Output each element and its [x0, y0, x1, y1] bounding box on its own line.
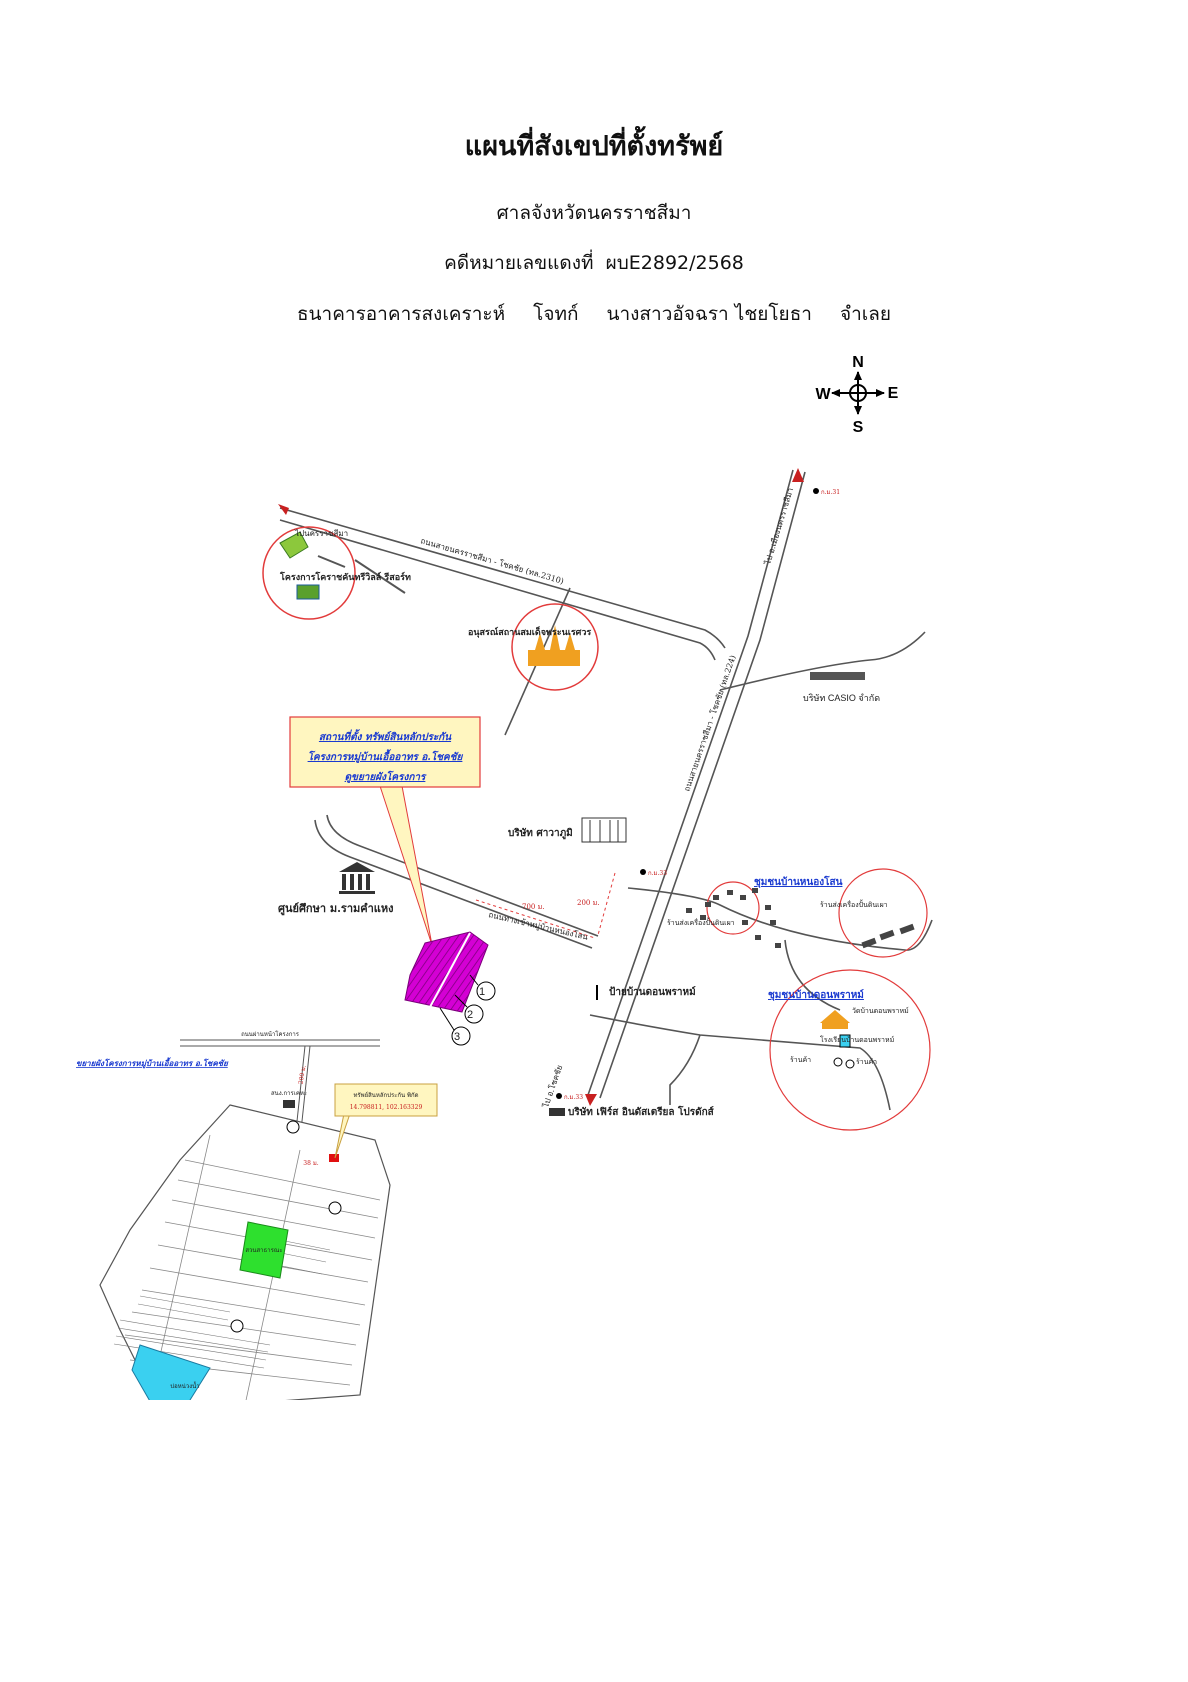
case-number: ผบE2892/2568 [605, 252, 744, 274]
property-parcel [404, 931, 489, 1013]
university-building-icon [339, 862, 375, 894]
inset-road-label: ถนนผ่านหน้าโครงการ [241, 1030, 300, 1038]
factory-icon [549, 1108, 565, 1116]
location-map: N S E W [76, 354, 933, 1400]
shop-1-label: ร้านส่งเครื่องปั้นดินเผา [820, 898, 888, 909]
resort-icon [279, 531, 309, 559]
callout-line-1: สถานที่ตั้ง ทรัพย์สินหลักประกัน [319, 729, 452, 743]
dist-700-line [475, 899, 596, 939]
callout-line-2: โครงการหมู่บ้านเอื้ออาทร อ.โชคชัย [308, 749, 464, 763]
km-mid-label: ก.ม.33 [648, 870, 667, 877]
km-marker-icon [813, 488, 819, 494]
school-icon [839, 1034, 851, 1048]
inset-property-marker [329, 1154, 339, 1162]
defendant-name: นางสาวอัจฉรา ไชยโยธา [606, 303, 812, 325]
resort-highlight [262, 526, 356, 620]
court-name: ศาลจังหวัดนครราชสีมา [496, 202, 692, 224]
inset-callout-box [334, 1083, 438, 1117]
university-label: ศูนย์ศึกษา ม.รามคำแหง [278, 902, 394, 916]
road-network [279, 469, 933, 1111]
defendant-role: จำเลย [839, 303, 892, 325]
inset-marker-3 [328, 1201, 342, 1215]
pond-area [131, 1344, 211, 1400]
callout-box [289, 716, 481, 788]
nongsano-label: ชุมชนบ้านหนองโสน [754, 875, 843, 888]
shop-a-icon [833, 1057, 843, 1067]
callout-pointer [379, 785, 433, 946]
temple-icon [820, 1010, 850, 1029]
monument-icon [528, 625, 580, 666]
case-number-line: คดีหมายเลขแดงที่ ผบE2892/2568 [0, 248, 1188, 278]
donphraham-circle [769, 969, 931, 1131]
inset-park-label: สวนสาธารณะ [245, 1247, 282, 1254]
marker-3-circle [451, 1026, 471, 1046]
donphraham-label: ชุมชนบ้านดอนพราหม์ [768, 989, 864, 1001]
shop-b-icon [845, 1059, 855, 1069]
inset-office-label: สนง.การเคหะ [271, 1090, 307, 1097]
marker-2-label: 2 [467, 1009, 473, 1021]
marker-2-circle [464, 1004, 484, 1024]
marker-1-circle [476, 981, 496, 1001]
resort-label: โครงการโคราชคันทรีวิลล์ รีสอร์ท [279, 571, 411, 583]
nongsano-circle-1 [706, 881, 760, 935]
project-inset: ถนนผ่านหน้าโครงการ สนง.การเคหะ ทรัพย์สิน… [76, 1030, 438, 1400]
monument-label: อนุสรณ์สถานสมเด็จพระนเรศวร [468, 625, 591, 638]
dist-200-line [597, 872, 616, 936]
inset-coord-title: ทรัพย์สินหลักประกัน พิกัด [353, 1091, 418, 1099]
monument-highlight [511, 603, 599, 691]
marker-1-label: 1 [479, 986, 485, 998]
temple-label: วัดบ้านดอนพราหม์ [852, 1007, 909, 1015]
km-marker-icon [640, 869, 646, 875]
factory-label: บริษัท เฟิร์ส อินดัสเตรียล โปรดักส์ [568, 1105, 715, 1118]
inset-pond-label: บ่อหน่วงน้ำ [170, 1380, 199, 1390]
project-lots [124, 1134, 381, 1400]
sawang-label: บริษัท ศาวาภูมิ [508, 827, 573, 840]
casio-building-icon [810, 672, 865, 680]
page-title: แผนที่สังเขปที่ตั้งทรัพย์ [464, 131, 724, 162]
school-label: โรงเรียนบ้านดอนพราหม์ [820, 1035, 894, 1044]
compass-west: W [815, 386, 831, 403]
compass-south: S [853, 419, 864, 436]
village-houses [686, 888, 915, 949]
road-2310-label: ถนนสายนครราชสีมา - โชคชัย (ทล.2310) [419, 535, 565, 586]
resort-building-icon [296, 584, 320, 600]
marker-3-label: 3 [454, 1031, 460, 1043]
road-224-label: ถนนสายนครราชสีมา - โชคชัย (ทล.224) [681, 654, 737, 793]
compass-east: E [888, 385, 899, 402]
km-marker-icon [556, 1093, 562, 1099]
nongsano-circle-2 [838, 868, 928, 958]
shop-a-label: ร้านค้า [790, 1056, 811, 1064]
km-top-label: ก.ม.31 [821, 489, 840, 496]
inset-title: ขยายผังโครงการหมู่บ้านเอื้ออาทร อ.โชคชัย [76, 1057, 229, 1069]
dist-700-label: 700 ม. [522, 903, 544, 911]
callout-line-3: ดูขยายผังโครงการ [345, 770, 427, 783]
road-to-city-label: ไปนครราชสีมา [294, 529, 348, 538]
inset-dist-top-label: 200 ม. [297, 1065, 307, 1085]
plaintiff-role: โจทก์ [533, 303, 579, 325]
arrow-south-icon [585, 1094, 597, 1106]
compass-icon: N S E W [815, 354, 898, 436]
case-label: คดีหมายเลขแดงที่ [444, 252, 594, 274]
km-bottom-label: ก.ม.33 [564, 1094, 583, 1101]
inset-marker-2 [286, 1120, 300, 1134]
parties-line: ธนาคารอาคารสงเคราะห์ โจทก์ นางสาวอัจฉรา ไช… [0, 299, 1188, 329]
sign-label: ป้ายบ้านดอนพราหม์ [609, 986, 696, 998]
inset-marker-1 [230, 1319, 244, 1333]
plaintiff-name: ธนาคารอาคารสงเคราะห์ [296, 303, 506, 325]
casio-label: บริษัท CASIO จำกัด [803, 693, 880, 703]
arrow-west-icon [278, 504, 289, 515]
shop-b-label: ร้านค้า [856, 1058, 877, 1066]
company-building-icon [581, 817, 627, 843]
arrow-north-icon [792, 468, 804, 482]
park-area [239, 1221, 289, 1279]
inset-coords: 14.798811, 102.163329 [350, 1104, 423, 1111]
inset-dist-label: 38 ม. [303, 1160, 318, 1167]
shop-2-label: ร้านส่งเครื่องปั้นดินเผา [667, 916, 735, 927]
to-chokechai-label: ไป อ.โชคชัย [540, 1064, 564, 1110]
compass-north: N [852, 354, 864, 371]
dist-200-label: 200 ม. [577, 899, 599, 907]
inset-office-icon [283, 1100, 295, 1108]
